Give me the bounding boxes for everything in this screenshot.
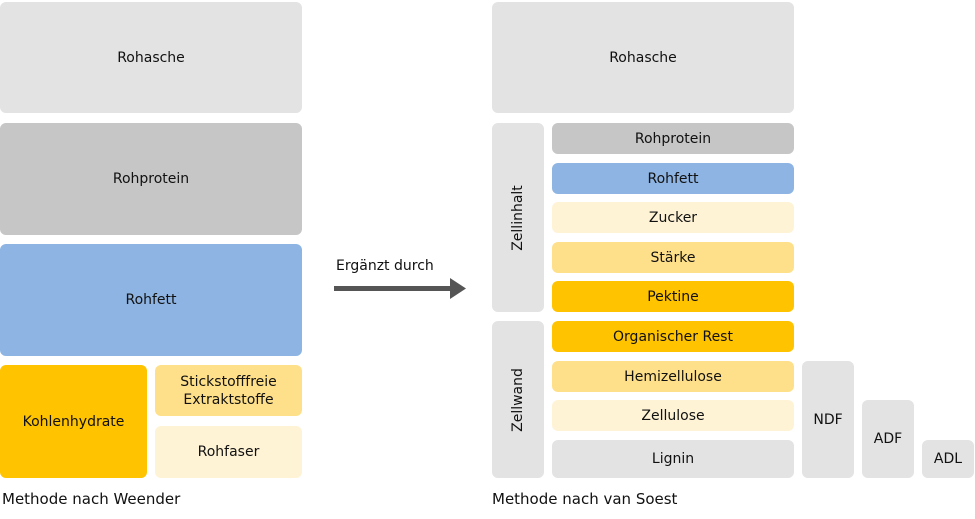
weende-rohasche: Rohasche — [0, 2, 302, 113]
right-arrow-icon — [334, 278, 466, 299]
weende-rohfaser: Rohfaser — [155, 426, 302, 478]
soest-row-label: Zellulose — [641, 407, 705, 424]
soest-row-zellulose: Zellulose — [552, 400, 794, 431]
weende-rohprotein-label: Rohprotein — [112, 171, 190, 187]
soest-zellwand-label: Zellwand — [510, 367, 526, 432]
soest-adf-label: ADF — [873, 431, 903, 447]
arrow-label: Ergänzt durch — [336, 258, 434, 274]
soest-zellinhalt: Zellinhalt — [492, 123, 544, 312]
soest-adl: ADL — [922, 440, 974, 478]
weende-rohfaser-label: Rohfaser — [197, 444, 260, 460]
weende-nfe-label-line2: Extraktstoffe — [183, 391, 274, 408]
soest-row-label: Lignin — [651, 451, 695, 467]
soest-adl-label: ADL — [933, 451, 963, 467]
weende-rohasche-label: Rohasche — [117, 49, 185, 66]
soest-row-label: Pektine — [647, 288, 699, 305]
soest-row-label: Hemizellulose — [624, 368, 722, 385]
soest-caption: Methode nach van Soest — [492, 490, 678, 508]
soest-row-hemizellulose: Hemizellulose — [552, 361, 794, 392]
soest-rohasche-label: Rohasche — [609, 49, 677, 66]
soest-row-label: Rohprotein — [634, 130, 712, 147]
weende-kohlenhydrate: Kohlenhydrate — [0, 365, 147, 478]
weende-nfe-label-line1: Stickstofffreie — [180, 373, 277, 390]
soest-rohasche: Rohasche — [492, 2, 794, 113]
weende-kohlenhydrate-label: Kohlenhydrate — [22, 413, 125, 430]
soest-ndf: NDF — [802, 361, 854, 478]
soest-row-rohprotein: Rohprotein — [552, 123, 794, 154]
soest-row-label: Zucker — [648, 209, 698, 226]
weende-nfe: Stickstofffreie Extraktstoffe — [155, 365, 302, 416]
soest-zellinhalt-label: Zellinhalt — [510, 184, 527, 251]
weende-rohfett: Rohfett — [0, 244, 302, 356]
soest-zellwand: Zellwand — [492, 321, 544, 478]
soest-ndf-label: NDF — [813, 411, 843, 428]
soest-row-staerke: Stärke — [552, 242, 794, 273]
soest-row-lignin: Lignin — [552, 440, 794, 478]
soest-row-label: Rohfett — [647, 170, 699, 187]
soest-row-zucker: Zucker — [552, 202, 794, 233]
soest-row-label: Stärke — [650, 249, 696, 266]
soest-adf: ADF — [862, 400, 914, 478]
weende-rohfett-label: Rohfett — [125, 292, 177, 308]
soest-row-organischer-rest: Organischer Rest — [552, 321, 794, 352]
soest-row-pektine: Pektine — [552, 281, 794, 312]
weende-caption: Methode nach Weender — [2, 490, 181, 508]
weende-rohprotein: Rohprotein — [0, 123, 302, 235]
soest-row-rohfett: Rohfett — [552, 163, 794, 194]
soest-row-label: Organischer Rest — [613, 328, 733, 345]
